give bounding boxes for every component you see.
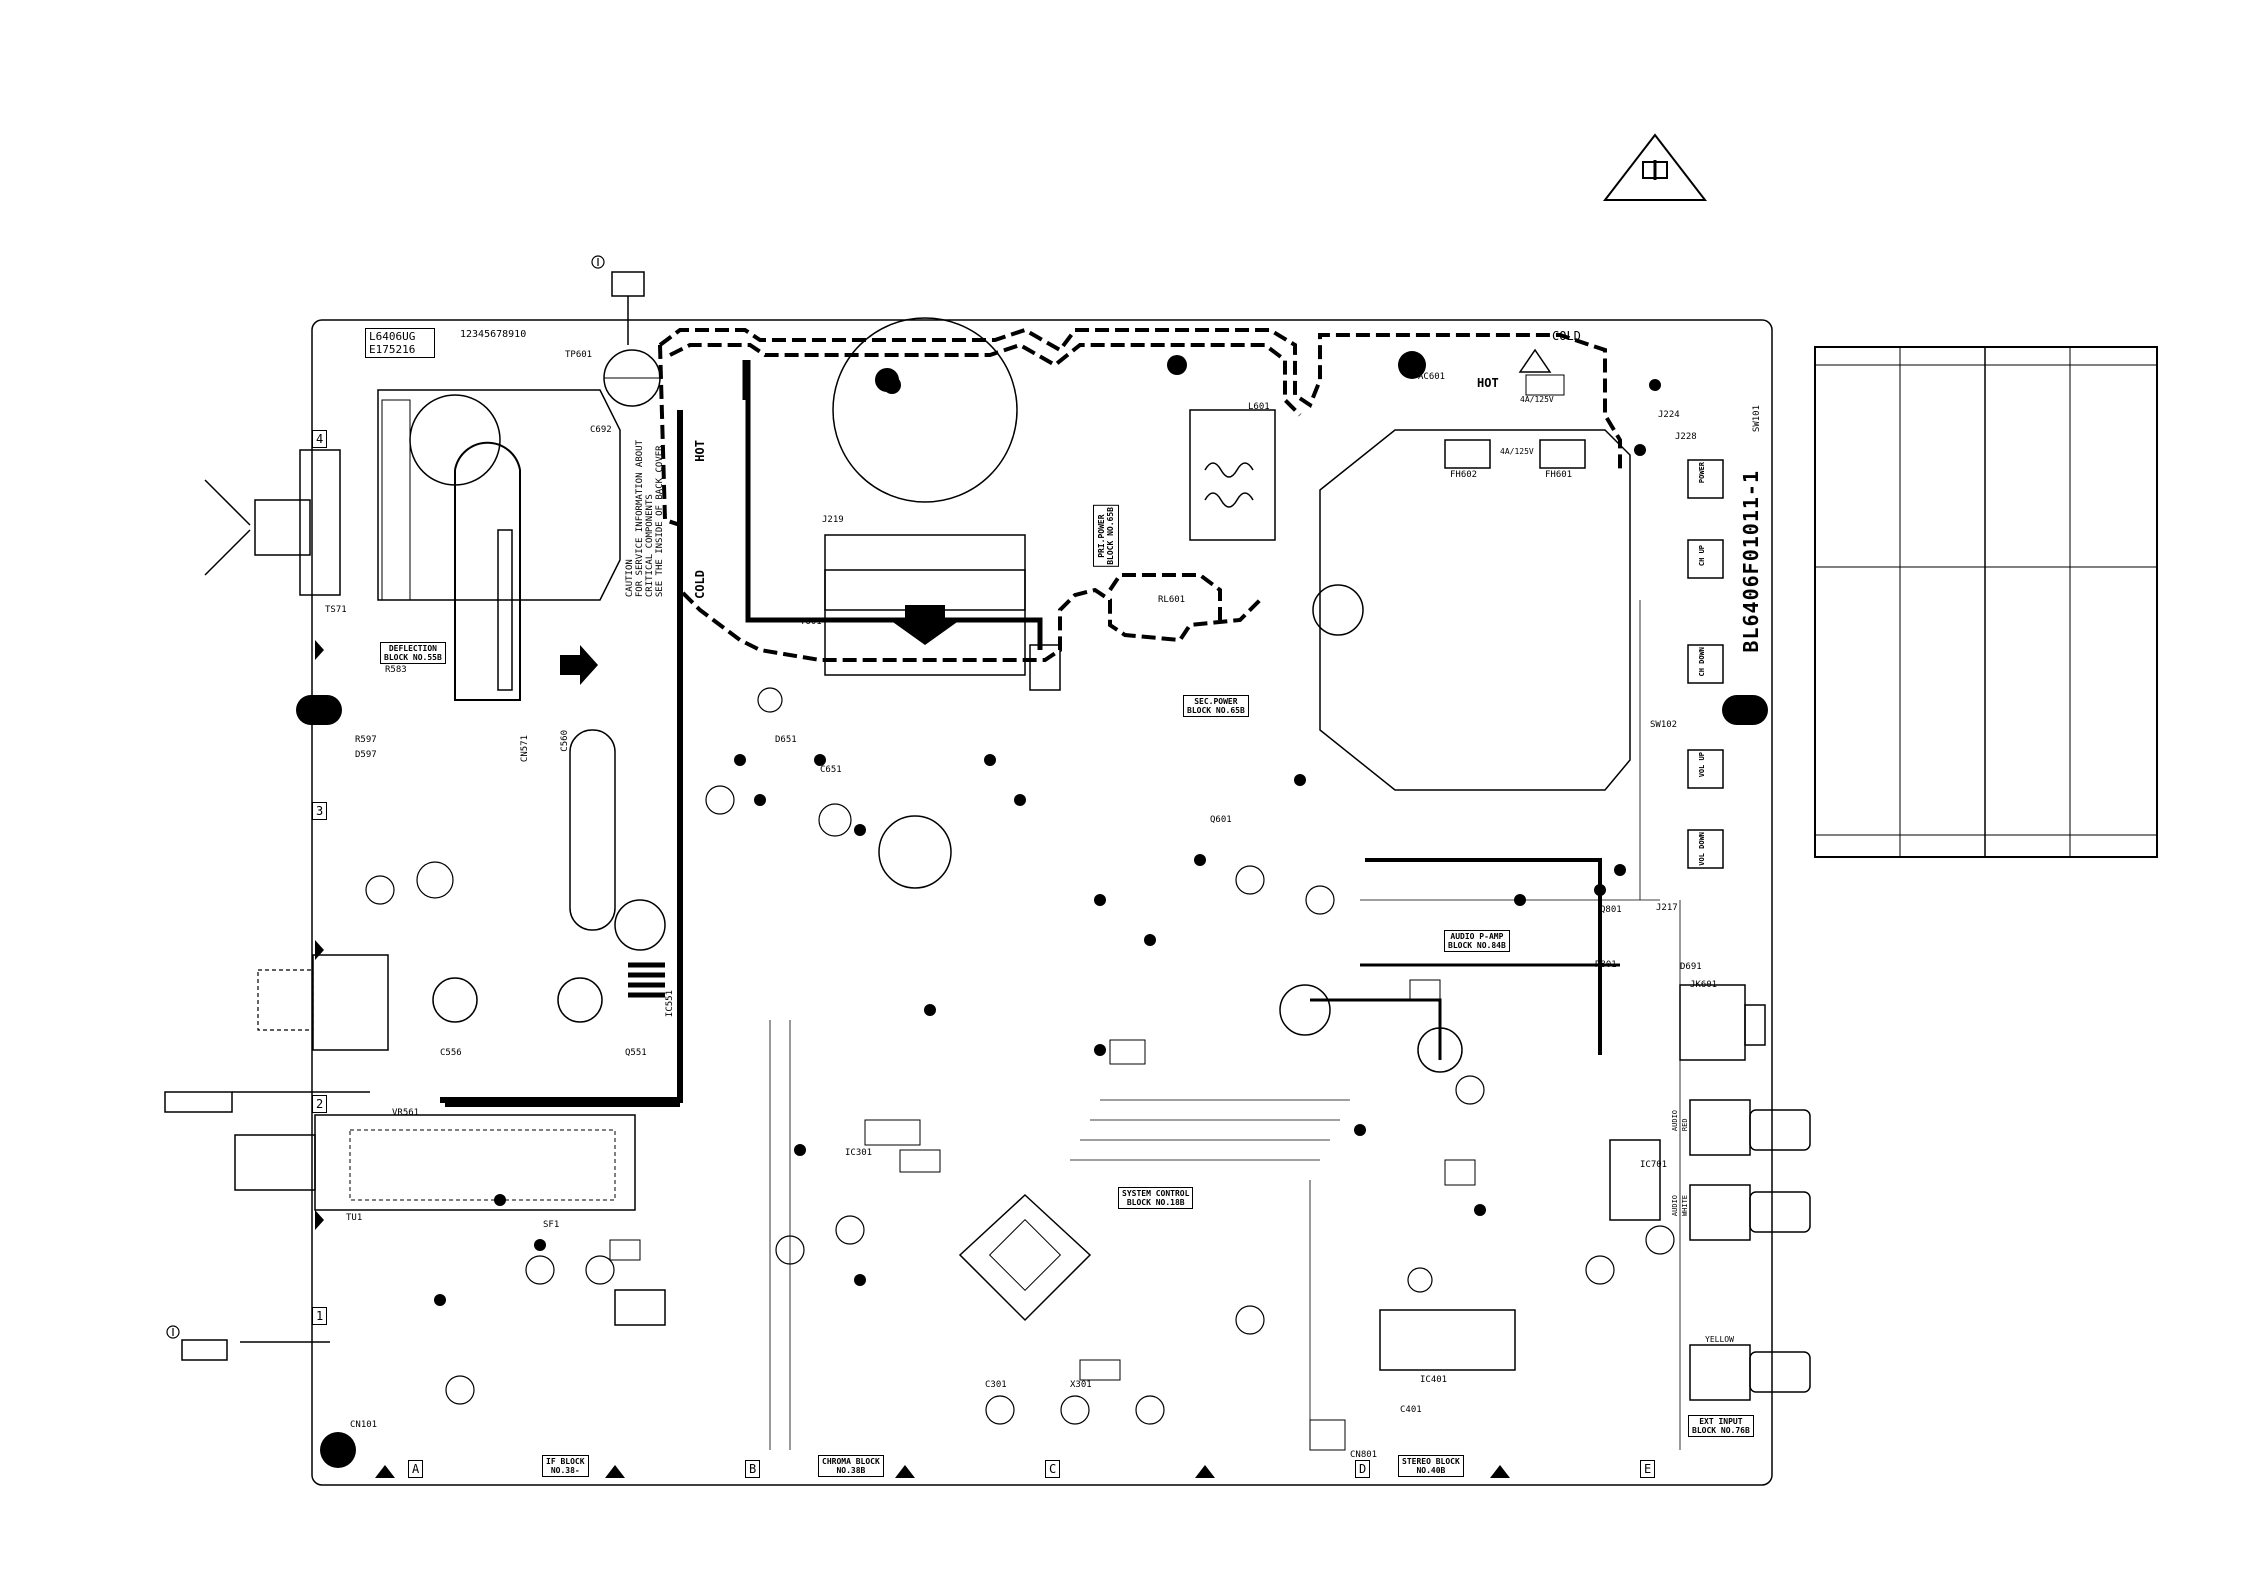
ref-ic401: IC401 (1420, 1375, 1448, 1385)
edge-marker-b: B (745, 1460, 761, 1478)
ref-sw101: SW101 (1752, 405, 1762, 433)
ref-cn101: CN101 (350, 1420, 378, 1430)
ref-ic301: IC301 (845, 1148, 873, 1158)
ref-d691: D691 (1680, 962, 1702, 972)
ref-c301: C301 (985, 1380, 1007, 1390)
ref-c560: C560 (560, 730, 570, 752)
ref-ac601: AC601 (1418, 372, 1446, 382)
ref-t601: T601 (800, 617, 822, 627)
rca-jacks (1689, 1099, 1811, 1401)
ref-cn801: CN801 (1350, 1450, 1378, 1460)
deflection-block: DEFLECTION BLOCK NO.55B (380, 642, 446, 664)
caution-triangle-icon (1602, 133, 1708, 201)
edge-marker-c: C (1045, 1460, 1061, 1478)
if-block: IF BLOCK NO.38- (542, 1455, 589, 1477)
ref-c556: C556 (440, 1048, 462, 1058)
jack-video-color: YELLOW (1705, 1335, 1734, 1344)
sec-power-block: SEC.POWER BLOCK NO.65B (1183, 695, 1249, 717)
ref-jk601: JK601 (1690, 980, 1718, 990)
audio-amp-block: AUDIO P-AMP BLOCK NO.84B (1444, 930, 1510, 952)
ref-ic551: IC551 (665, 990, 675, 1018)
ref-d597: D597 (355, 750, 377, 760)
digit-row: 12345678910 (460, 329, 527, 340)
edge-marker-e: E (1640, 1460, 1656, 1478)
ref-c651: C651 (820, 765, 842, 775)
ref-j224: J224 (1658, 410, 1680, 420)
button-ch-down: CH DOWN (1698, 647, 1706, 677)
ref-ic701: IC701 (1640, 1160, 1668, 1170)
ref-fh601: FH601 (1545, 470, 1573, 480)
hot-label-right: HOT (1477, 376, 1499, 390)
ref-ts71: TS71 (325, 605, 347, 615)
ref-sf1: SF1 (543, 1220, 560, 1230)
button-vol-up: VOL UP (1698, 752, 1706, 778)
button-ch-up: CH UP (1698, 545, 1706, 567)
ref-r583: R583 (385, 665, 407, 675)
button-power: POWER (1698, 462, 1706, 484)
edge-marker-d: D (1355, 1460, 1371, 1478)
system-control-block: SYSTEM CONTROL BLOCK NO.18B (1118, 1187, 1194, 1209)
ref-q601: Q601 (1210, 815, 1232, 825)
pcb-number: BL6406F01011-1 (1739, 470, 1763, 653)
stereo-block: STEREO BLOCK NO.40B (1398, 1455, 1464, 1477)
chroma-block: CHROMA BLOCK NO.38B (818, 1455, 884, 1477)
cold-label-right: COLD (1552, 329, 1581, 343)
jack-audio-r: AUDIO RED (1671, 1110, 1689, 1132)
edge-marker-a: A (408, 1460, 424, 1478)
ref-c401: C401 (1400, 1405, 1422, 1415)
legend-table (1814, 346, 2158, 858)
fuse-rating-1: 4A/125V (1520, 395, 1554, 404)
edge-marker-3: 3 (312, 802, 328, 820)
mounting-pad (296, 695, 342, 725)
ref-j217: J217 (1656, 903, 1678, 913)
caution-text: CAUTION FOR SERVICE INFORMATION ABOUT CR… (625, 440, 665, 598)
ref-c692: C692 (590, 425, 612, 435)
ref-x301: X301 (1070, 1380, 1092, 1390)
ref-vr561: VR561 (392, 1108, 420, 1118)
cold-label-left: COLD (693, 570, 707, 599)
edge-marker-1: 1 (312, 1307, 328, 1325)
ref-l601: L601 (1248, 402, 1270, 412)
jack-audio-l: AUDIO WHITE (1671, 1195, 1689, 1217)
ref-tp601: TP601 (565, 350, 593, 360)
ext-input-block: EXT INPUT BLOCK NO.76B (1688, 1415, 1754, 1437)
ref-r597: R597 (355, 735, 377, 745)
ref-q551: Q551 (625, 1048, 647, 1058)
button-vol-down: VOL DOWN (1698, 832, 1706, 866)
ref-tu1: TU1 (346, 1213, 363, 1223)
ref-j219: J219 (822, 515, 844, 525)
fuse-rating-2: 4A/125V (1500, 447, 1534, 456)
edge-marker-4: 4 (312, 430, 328, 448)
ref-r801: R801 (1595, 960, 1617, 970)
edge-marker-2: 2 (312, 1095, 328, 1113)
ref-sw102: SW102 (1650, 720, 1678, 730)
ref-cn571: CN571 (520, 735, 530, 763)
mounting-pad (1722, 695, 1768, 725)
board-outline (311, 319, 1773, 1486)
serial-label: E175216 (369, 343, 416, 356)
ref-fh602: FH602 (1450, 470, 1478, 480)
model-box: L6406UG E175216 (365, 328, 435, 358)
ref-q801: Q801 (1600, 905, 1622, 915)
ref-j228: J228 (1675, 432, 1697, 442)
hot-label-left: HOT (693, 440, 707, 462)
ref-d651: D651 (775, 735, 797, 745)
ref-rl601: RL601 (1158, 595, 1186, 605)
model-label: L6406UG (369, 330, 416, 343)
pri-power-block: PRI.POWER BLOCK NO.65B (1093, 505, 1119, 567)
